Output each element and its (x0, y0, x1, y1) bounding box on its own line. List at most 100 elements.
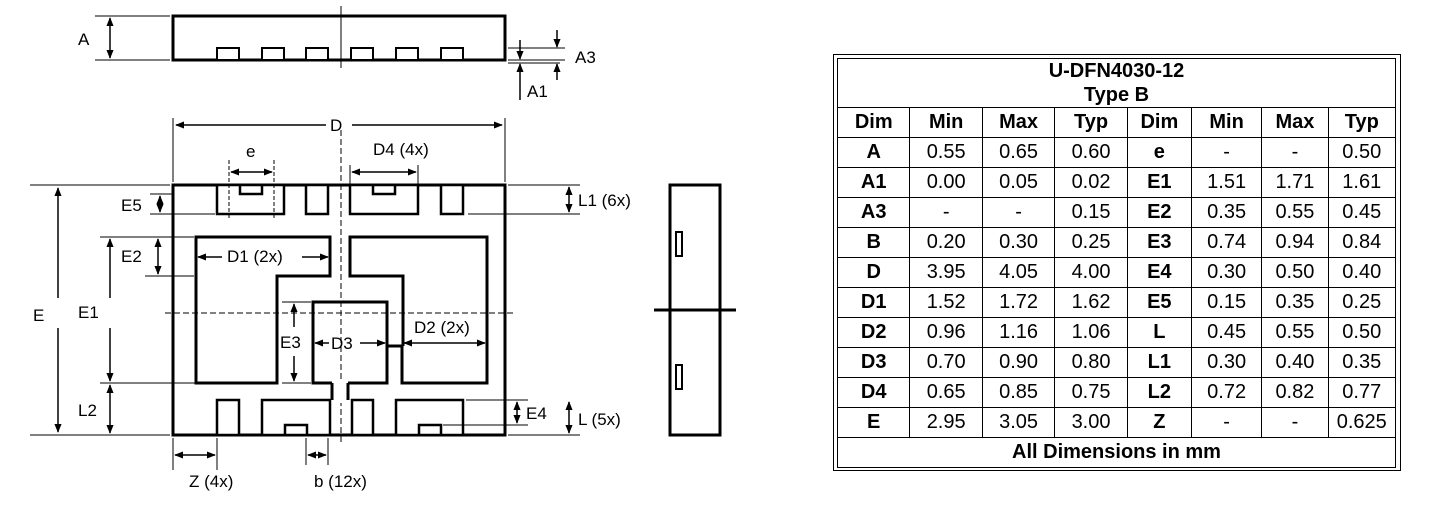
table-title: U-DFN4030-12 (1048, 60, 1185, 82)
dim-name-cell: E2 (1126, 197, 1192, 228)
dim-value-cell: 1.06 (1054, 317, 1128, 348)
dim-value-cell: 0.40 (1327, 257, 1397, 288)
dim-name-cell: E1 (1126, 167, 1192, 198)
dim-value-cell: 3.95 (909, 257, 983, 288)
dim-value-cell: 4.00 (1054, 257, 1128, 288)
dim-value-cell: 0.84 (1327, 227, 1397, 258)
header-cell: Typ (1054, 107, 1128, 138)
dim-value-cell: 0.35 (1190, 197, 1263, 228)
label-A3: A3 (575, 48, 596, 67)
dim-value-cell: 0.74 (1190, 227, 1263, 258)
dim-value-cell: 0.60 (1054, 137, 1128, 168)
dim-name-cell: D (836, 257, 911, 288)
dim-value-cell: 0.20 (909, 227, 983, 258)
end-view (654, 183, 736, 437)
dim-value-cell: 0.15 (1054, 197, 1128, 228)
label-E: E (33, 306, 44, 325)
dim-value-cell: - (1261, 407, 1329, 438)
bottom-view: D e D4 (4x) E5 L1 (6x) (30, 116, 631, 491)
table-footer: All Dimensions in mm (837, 437, 1396, 468)
label-D4: D4 (4x) (373, 140, 429, 159)
label-L1: L1 (6x) (578, 191, 631, 210)
dim-value-cell: 0.72 (1190, 377, 1263, 408)
dim-value-cell: 1.51 (1190, 167, 1263, 198)
dim-name-cell: E3 (1126, 227, 1192, 258)
header-cell: Dim (836, 107, 911, 138)
dim-name-cell: E4 (1126, 257, 1192, 288)
dim-name-cell: B (836, 227, 911, 258)
label-L2: L2 (78, 401, 97, 420)
dim-value-cell: 0.80 (1054, 347, 1128, 378)
dim-value-cell: 0.77 (1327, 377, 1397, 408)
dim-value-cell: - (1261, 137, 1329, 168)
dim-name-cell: A1 (836, 167, 911, 198)
dim-value-cell: 0.35 (1327, 347, 1397, 378)
dim-value-cell: 0.85 (981, 377, 1056, 408)
dim-value-cell: 1.71 (1261, 167, 1329, 198)
dim-value-cell: 0.65 (981, 137, 1056, 168)
dim-value-cell: 4.05 (981, 257, 1056, 288)
dim-value-cell: 0.82 (1261, 377, 1329, 408)
dim-value-cell: 0.50 (1327, 137, 1397, 168)
label-A: A (78, 30, 90, 49)
table-subtitle: Type B (1083, 84, 1150, 106)
dim-value-cell: 3.05 (981, 407, 1056, 438)
dim-name-cell: L (1126, 317, 1192, 348)
dim-value-cell: 0.05 (981, 167, 1056, 198)
dim-value-cell: 0.55 (909, 137, 983, 168)
label-E5: E5 (121, 196, 142, 215)
dim-value-cell: 2.95 (909, 407, 983, 438)
dim-name-cell: A3 (836, 197, 911, 228)
dim-value-cell: 0.90 (981, 347, 1056, 378)
dim-name-cell: L2 (1126, 377, 1192, 408)
header-cell: Typ (1327, 107, 1397, 138)
header-cell: Max (1261, 107, 1329, 138)
dim-value-cell: 0.625 (1327, 407, 1397, 438)
label-L: L (5x) (578, 410, 621, 429)
dim-value-cell: 3.00 (1054, 407, 1128, 438)
dim-value-cell: 1.16 (981, 317, 1056, 348)
dim-value-cell: 0.75 (1054, 377, 1128, 408)
dim-name-cell: D2 (836, 317, 911, 348)
label-E1: E1 (78, 303, 99, 322)
dim-value-cell: - (1190, 407, 1263, 438)
dim-value-cell: 0.30 (1190, 347, 1263, 378)
dim-value-cell: 0.94 (1261, 227, 1329, 258)
dim-value-cell: 0.25 (1054, 227, 1128, 258)
dim-value-cell: 1.52 (909, 287, 983, 318)
dim-value-cell: 0.55 (1261, 317, 1329, 348)
header-cell: Dim (1126, 107, 1192, 138)
dim-value-cell: 0.25 (1327, 287, 1397, 318)
dim-value-cell: 0.70 (909, 347, 983, 378)
dim-value-cell: 0.45 (1327, 197, 1397, 228)
table-title-cell: U-DFN4030-12 Type B (837, 58, 1396, 108)
dim-value-cell: 0.00 (909, 167, 983, 198)
label-A1: A1 (527, 82, 548, 101)
label-E4: E4 (526, 404, 547, 423)
label-D2: D2 (2x) (414, 318, 470, 337)
header-cell: Min (909, 107, 983, 138)
dim-value-cell: 0.45 (1190, 317, 1263, 348)
dim-value-cell: - (981, 197, 1056, 228)
label-e: e (246, 142, 255, 161)
dim-value-cell: - (1190, 137, 1263, 168)
dimension-table: U-DFN4030-12 Type B Dim Min Max Typ Dim … (836, 58, 1397, 468)
dim-value-cell: 0.50 (1327, 317, 1397, 348)
label-D3: D3 (331, 334, 353, 353)
dim-value-cell: 0.65 (909, 377, 983, 408)
header-cell: Max (981, 107, 1056, 138)
dim-value-cell: 1.61 (1327, 167, 1397, 198)
table-header-row: Dim Min Max Typ Dim Min Max Typ (836, 107, 1397, 138)
dim-name-cell: A (836, 137, 911, 168)
dim-name-cell: D1 (836, 287, 911, 318)
dim-name-cell: D3 (836, 347, 911, 378)
dim-value-cell: 0.15 (1190, 287, 1263, 318)
